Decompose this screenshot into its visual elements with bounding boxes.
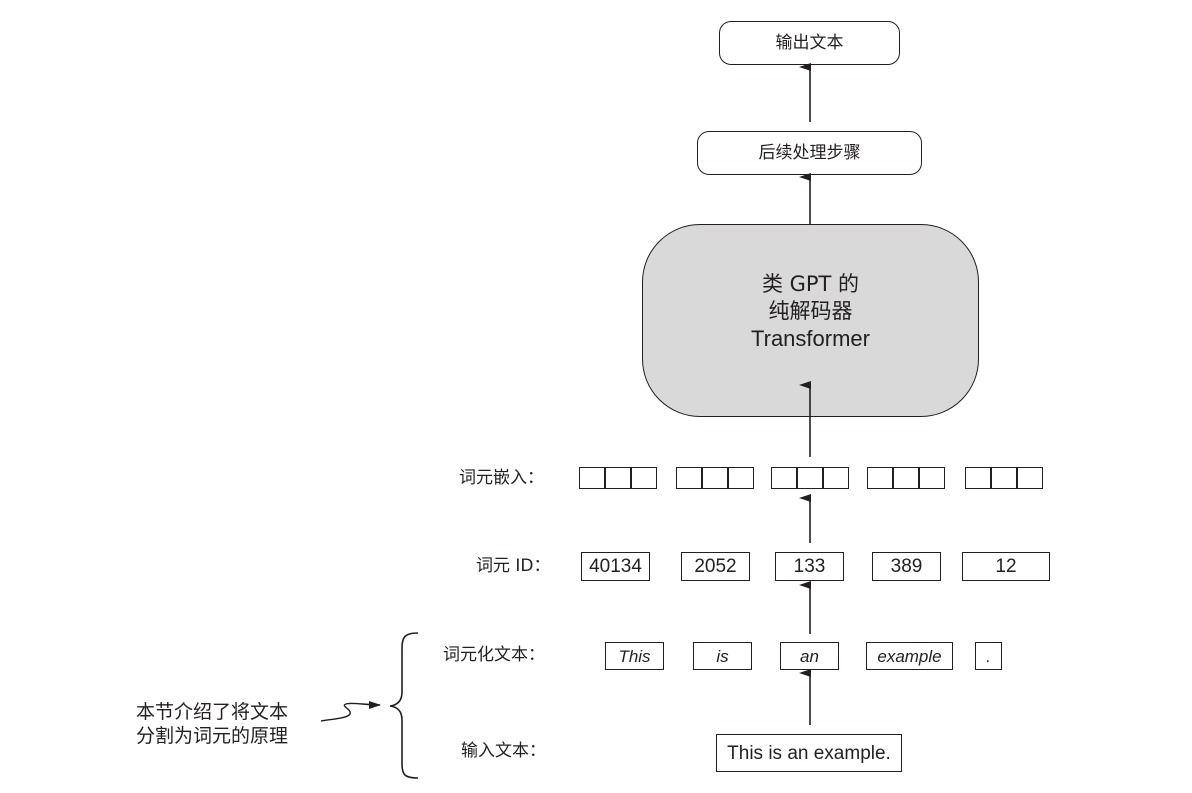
decoder-line-3: Transformer (751, 326, 870, 351)
annotation-arrow (320, 700, 381, 722)
embedding-cell (605, 467, 631, 489)
embedding-cell (965, 467, 991, 489)
input-text-value: This is an example. (727, 742, 891, 764)
decoder-line-2: 纯解码器 (768, 299, 853, 323)
output-text-node: 输出文本 (719, 21, 900, 65)
embedding-cell (631, 467, 657, 489)
embedding-cell (893, 467, 919, 489)
tokenized-text-row-label: 词元化文本： (443, 645, 545, 665)
curly-brace (389, 632, 419, 779)
gpt-decoder-node: 类 GPT 的 纯解码器 Transformer (642, 224, 979, 417)
token-id-box: 2052 (681, 552, 750, 581)
embedding-cell (771, 467, 797, 489)
token-box: This (605, 642, 664, 670)
token-box: an (780, 642, 839, 670)
annotation-line-1: 本节介绍了将文本 (136, 701, 289, 723)
post-processing-label: 后续处理步骤 (758, 142, 861, 163)
token-id-value: 40134 (589, 556, 642, 577)
token-id-box: 40134 (581, 552, 650, 581)
token-box: is (693, 642, 752, 670)
input-text-row-label: 输入文本： (461, 741, 546, 761)
annotation-note: 本节介绍了将文本 分割为词元的原理 (136, 700, 288, 748)
token-box: example (866, 642, 953, 670)
input-text-box: This is an example. (716, 734, 902, 772)
token-text: This (618, 646, 651, 666)
embedding-cell (919, 467, 945, 489)
token-id-value: 2052 (694, 556, 737, 577)
token-id-value: 12 (995, 556, 1017, 577)
embedding-cell (867, 467, 893, 489)
token-ids-row-label: 词元 ID： (476, 556, 551, 576)
token-text: . (986, 646, 991, 666)
decoder-line-1: 类 GPT 的 (761, 272, 860, 296)
token-text: an (800, 646, 819, 666)
embedding-cell (823, 467, 849, 489)
output-text-label: 输出文本 (775, 32, 844, 53)
token-text: is (716, 646, 729, 666)
embedding-cell (991, 467, 1017, 489)
embeddings-row-label: 词元嵌入： (459, 468, 544, 488)
embedding-cell (1017, 467, 1043, 489)
embedding-cell (797, 467, 823, 489)
token-id-box: 12 (962, 552, 1050, 581)
token-box: . (975, 642, 1002, 670)
embedding-cell (702, 467, 728, 489)
token-id-box: 133 (775, 552, 844, 581)
embedding-cell (728, 467, 754, 489)
token-id-box: 389 (872, 552, 941, 581)
token-text: example (877, 646, 942, 666)
token-id-value: 389 (890, 556, 923, 577)
embedding-cell (676, 467, 702, 489)
annotation-line-2: 分割为词元的原理 (136, 725, 289, 747)
token-id-value: 133 (793, 556, 826, 577)
embedding-cell (579, 467, 605, 489)
post-processing-node: 后续处理步骤 (697, 131, 922, 175)
